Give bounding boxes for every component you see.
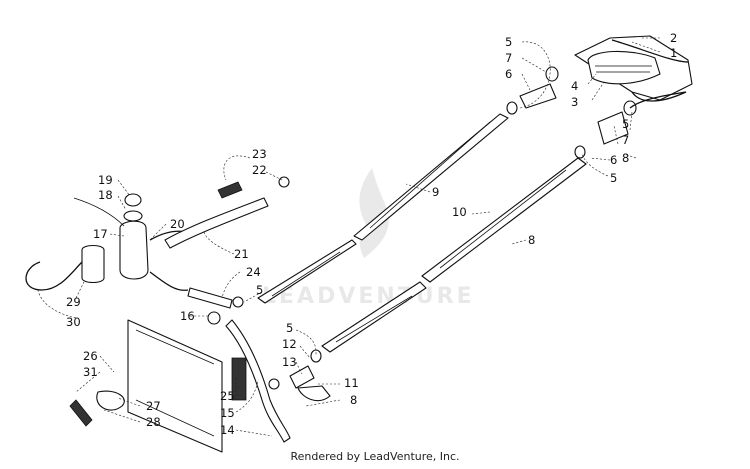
callout-6b: 6	[610, 153, 617, 167]
callout-5a: 5	[505, 35, 512, 49]
callout-10: 10	[452, 205, 467, 219]
heat-exchanger-bumper	[574, 35, 693, 102]
callout-5e: 5	[286, 321, 293, 335]
callout-13: 13	[282, 355, 297, 369]
callout-15: 15	[220, 406, 235, 420]
callout-28: 28	[146, 415, 161, 429]
coolant-bottle	[25, 193, 187, 291]
callout-7a: 7	[505, 51, 512, 65]
callout-12: 12	[282, 337, 297, 351]
callout-22: 22	[252, 163, 267, 177]
radiator	[69, 311, 291, 453]
callout-6a: 6	[505, 67, 512, 81]
callout-3: 3	[571, 95, 578, 109]
callout-17: 17	[93, 227, 108, 241]
callout-18: 18	[98, 188, 113, 202]
callout-labels: 1 2 3 4 5 7 6 5 7 6 8 5 9 10 8 23 22 19 …	[66, 31, 677, 437]
callout-30: 30	[66, 315, 81, 329]
callout-26: 26	[83, 349, 98, 363]
watermark-text: LEADVENTURE	[262, 284, 475, 309]
watermark: LEADVENTURE	[262, 168, 475, 309]
callout-23: 23	[252, 147, 267, 161]
callout-20: 20	[170, 217, 185, 231]
callout-25: 25	[220, 389, 235, 403]
hoses-left	[149, 176, 290, 309]
callout-8a: 8	[622, 151, 629, 165]
callout-8c: 8	[350, 393, 357, 407]
leader-lines	[37, 37, 661, 437]
callout-7b: 7	[622, 133, 629, 147]
callout-19: 19	[98, 173, 113, 187]
callout-11: 11	[344, 376, 359, 390]
lower-couplers	[289, 349, 331, 402]
callout-16: 16	[180, 309, 195, 323]
callout-1: 1	[670, 46, 677, 60]
callout-5b: 5	[622, 117, 629, 131]
callout-2: 2	[670, 31, 677, 45]
callout-4: 4	[571, 79, 578, 93]
footer-credit: Rendered by LeadVenture, Inc.	[290, 450, 460, 463]
callout-5d: 5	[256, 283, 263, 297]
callout-29: 29	[66, 295, 81, 309]
callout-5c: 5	[610, 171, 617, 185]
callout-8b: 8	[528, 233, 535, 247]
callout-14: 14	[220, 423, 235, 437]
lower-coolant-tube	[321, 157, 587, 353]
upper-couplers	[506, 66, 687, 159]
callout-31: 31	[83, 365, 98, 379]
callout-21: 21	[234, 247, 249, 261]
callout-27: 27	[146, 399, 161, 413]
callout-24: 24	[246, 265, 261, 279]
bottle-cap	[124, 193, 142, 207]
callout-9: 9	[432, 185, 439, 199]
upper-coolant-tube	[257, 113, 509, 304]
